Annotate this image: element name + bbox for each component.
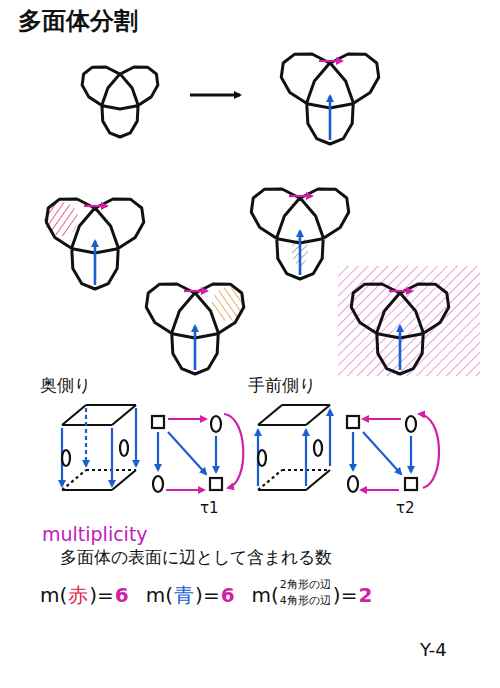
formula-part: 6 [221, 584, 235, 607]
fraction-top: 2角形の辺 [280, 579, 331, 592]
tau-label: τ2 [396, 500, 415, 517]
formula-part: )= [195, 584, 220, 607]
view-label: 手前側り [248, 376, 316, 396]
view-label: 奥側り [40, 376, 91, 396]
formula-part: )= [89, 584, 114, 607]
fraction-bottom: 4角形の辺 [280, 595, 331, 608]
formula-part: )= [333, 584, 358, 607]
term-label: multiplicity [42, 524, 148, 546]
formula-part: 赤 [68, 584, 88, 607]
definition-text: 多面体の表面に辺として含まれる数 [60, 548, 332, 568]
formula-part: 青 [174, 584, 194, 607]
title: 多面体分割 [18, 8, 138, 36]
page-number: Y-4 [420, 640, 447, 661]
formula-part: 2 [358, 584, 372, 607]
tau-label: τ1 [200, 500, 219, 517]
formula-part: m( [252, 584, 279, 607]
formula-part: m( [146, 584, 173, 607]
formula-part: m( [40, 584, 67, 607]
formula-part: 6 [115, 584, 129, 607]
